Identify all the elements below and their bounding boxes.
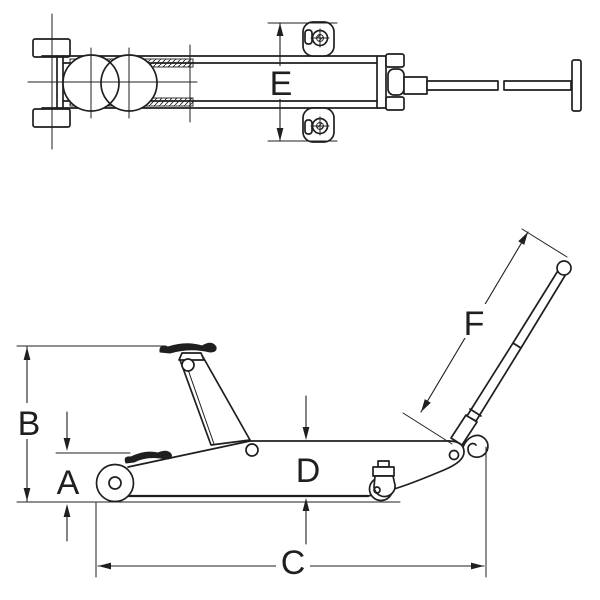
handle-lower-tube <box>466 342 522 422</box>
front-wheel-top <box>32 38 71 58</box>
rear-caster-stem <box>377 460 390 468</box>
dim-e-arrow-up <box>276 23 284 36</box>
chassis-body <box>118 440 465 498</box>
lift-arm <box>159 342 259 457</box>
saddle-stem <box>178 352 205 361</box>
dim-e: E <box>265 22 338 142</box>
handle-rod-inner <box>426 80 499 91</box>
rear-caster-hub <box>373 486 381 494</box>
dim-f: F <box>402 228 568 445</box>
chassis-pivot-hole <box>245 443 259 457</box>
saddle-lowered <box>124 450 172 464</box>
dim-d: D <box>296 395 321 545</box>
dim-a-arrow-up <box>63 504 71 517</box>
frame-end-flange-bottom <box>385 96 405 111</box>
top-view: E <box>27 13 582 150</box>
saddle-circle-right <box>100 54 158 112</box>
frame-end-flange-top <box>385 53 405 68</box>
dim-f-label: F <box>464 305 485 343</box>
handle-assembly <box>448 260 572 461</box>
dim-b-arrow-up <box>23 347 31 360</box>
dim-f-arrow-bottom <box>421 399 431 412</box>
front-wheel <box>95 463 135 503</box>
rear-caster-plate <box>372 466 395 477</box>
front-wheel-bottom <box>32 108 71 128</box>
dim-b: B <box>12 345 167 502</box>
handle-upper-tube <box>512 268 567 349</box>
dim-f-arrow-top <box>518 232 528 245</box>
saddle-plan <box>27 44 198 123</box>
handle-t-grip <box>571 59 582 112</box>
dim-b-label: B <box>18 405 41 443</box>
handle-rod-outer <box>503 80 572 91</box>
caster-plate-bottom <box>302 107 335 143</box>
dim-b-arrow-down <box>23 488 31 501</box>
dim-d-arrow-up <box>302 498 310 511</box>
dim-a-label: A <box>57 464 80 502</box>
dim-e-label: E <box>270 65 293 103</box>
handle-socket-plan <box>387 68 405 96</box>
chassis-front-slope <box>127 440 251 468</box>
handle-grip-end <box>556 260 572 276</box>
saddle-circle-left <box>62 54 120 112</box>
dim-a-arrow-down <box>63 438 71 451</box>
handle-socket-pivot <box>448 449 460 461</box>
caster-plate-top <box>302 21 335 57</box>
release-hook <box>462 434 489 459</box>
dim-f-ext-top <box>521 228 568 258</box>
saddle-pivot-bolt <box>181 358 195 372</box>
dim-a: A <box>57 411 80 542</box>
dim-c-arrow-right <box>471 562 484 570</box>
dim-c-arrow-left <box>98 562 111 570</box>
handle-plan <box>385 53 582 112</box>
front-wheel-hub <box>108 476 122 490</box>
dim-c: C <box>95 446 487 582</box>
dim-c-label: C <box>281 544 306 582</box>
dim-d-arrow-down <box>302 427 310 440</box>
saddle-raised <box>159 342 217 354</box>
dim-f-ext-bottom <box>402 412 453 445</box>
dim-e-arrow-down <box>276 128 284 141</box>
side-view: B A D C <box>12 228 572 582</box>
handle-sleeve <box>450 414 478 446</box>
dim-d-label: D <box>296 452 321 490</box>
rear-caster <box>368 460 396 502</box>
handle-connector <box>403 76 428 95</box>
